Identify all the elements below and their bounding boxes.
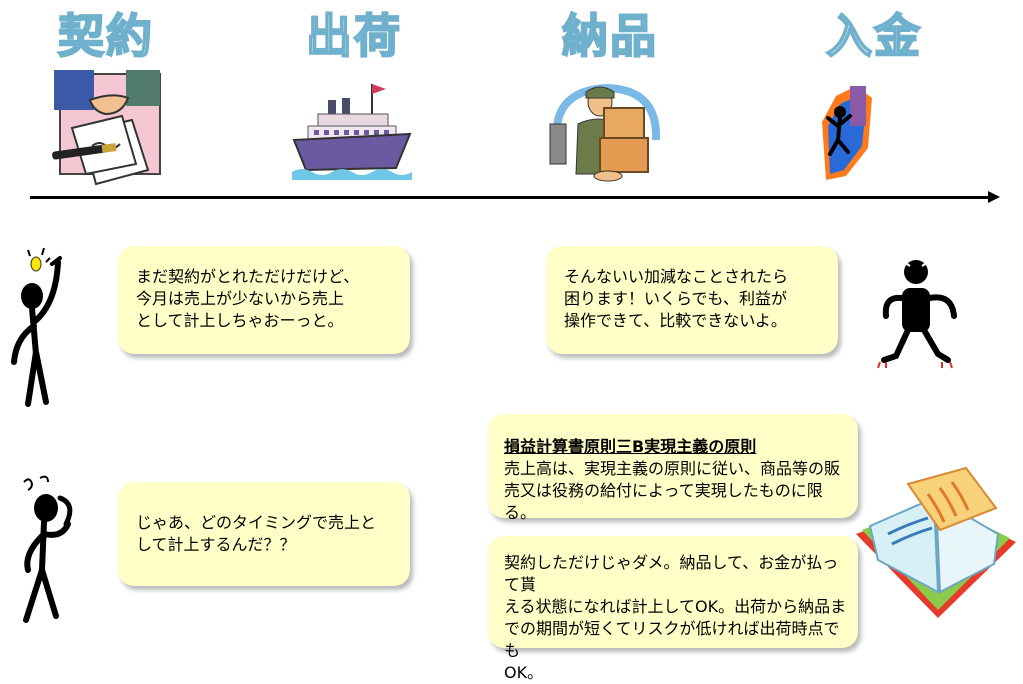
stage-delivery-title: 納品 [561,8,658,64]
handshake-contract-icon [52,70,161,186]
answer-text: 契約しただけじゃダメ。納品して、お金が払って貰 える状態になれば計上してOK。出… [504,553,847,682]
stage-payment-title: 入金 [825,8,922,64]
question-text: じゃあ、どのタイミングで売上と して計上するんだ？？ [136,513,377,554]
stage-contract-title: 契約 [57,8,154,64]
realization-rule-body: 売上高は、実現主義の原則に従い、商品等の販 売又は役務の給付によって実現したもの… [504,459,841,522]
auditor-complaint-text: そんないい加減なことされたら 困ります！いくらでも、利益が 操作できて、比較でき… [564,267,789,330]
cruise-ship-icon [292,84,412,180]
timeline-arrowhead [988,191,1000,203]
seller-early-text: まだ契約がとれただけだけど、 今月は売上が少ないから売上 として計上しちゃおーっ… [136,267,360,330]
realization-rule-title: 損益計算書原則三B実現主義の原則 [504,437,757,456]
thinking-person-icon [11,247,62,407]
realization-rule-bubble: 損益計算書原則三B実現主義の原則 売上高は、実現主義の原則に従い、商品等の販 売… [488,414,858,522]
angry-person-icon [877,260,957,369]
question-bubble: じゃあ、どのタイミングで売上と して計上するんだ？？ [118,482,410,586]
seller-early-bubble: まだ契約がとれただけだけど、 今月は売上が少ないから売上 として計上しちゃおーっ… [118,246,410,354]
success-climber-icon [822,86,872,180]
questioning-person-icon [23,475,73,623]
auditor-complaint-bubble: そんないい加減なことされたら 困ります！いくらでも、利益が 操作できて、比較でき… [546,246,838,354]
open-book-icon [856,466,1016,618]
timeline-arrow [30,196,994,199]
delivery-man-icon [549,83,660,182]
answer-bubble: 契約しただけじゃダメ。納品して、お金が払って貰 える状態になれば計上してOK。出… [488,536,858,682]
stage-shipping-title: 出荷 [305,8,402,64]
